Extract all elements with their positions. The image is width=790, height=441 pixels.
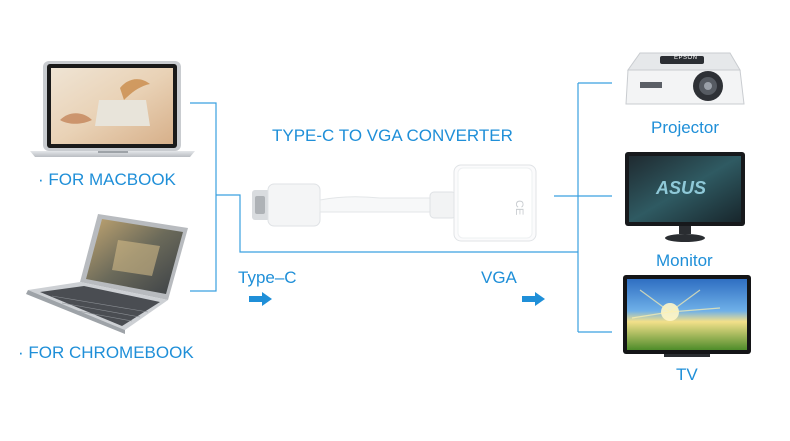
monitor-image: ASUS bbox=[625, 152, 745, 242]
projector-brand-text: EPSON bbox=[674, 55, 698, 61]
tv-label: TV bbox=[676, 365, 698, 384]
macbook-laptop-image bbox=[30, 61, 195, 157]
monitor-label: Monitor bbox=[656, 251, 713, 270]
svg-text:ASUS: ASUS bbox=[655, 178, 706, 198]
type-c-port-label: Type–C bbox=[238, 268, 297, 287]
tv-image bbox=[623, 275, 751, 357]
type-c-arrow-icon bbox=[249, 292, 272, 306]
converter-title: TYPE-C TO VGA CONVERTER bbox=[272, 126, 513, 145]
source-trunk-line bbox=[216, 194, 578, 253]
display-bracket-lines bbox=[554, 82, 612, 333]
source-bracket-lines bbox=[190, 102, 578, 292]
projector-image bbox=[625, 52, 745, 105]
chromebook-connector-line bbox=[190, 195, 217, 292]
vga-arrow-icon bbox=[522, 292, 545, 306]
svg-text:CE: CE bbox=[513, 200, 525, 215]
macbook-connector-line bbox=[190, 102, 217, 195]
macbook-label: · FOR MACBOOK bbox=[38, 170, 176, 189]
chromebook-label: · FOR CHROMEBOOK bbox=[18, 343, 194, 362]
vga-port-label: VGA bbox=[481, 268, 517, 287]
type-c-vga-adapter-image: CE bbox=[252, 164, 537, 242]
projector-label: Projector bbox=[651, 118, 720, 137]
chromebook-laptop-image bbox=[26, 214, 188, 334]
